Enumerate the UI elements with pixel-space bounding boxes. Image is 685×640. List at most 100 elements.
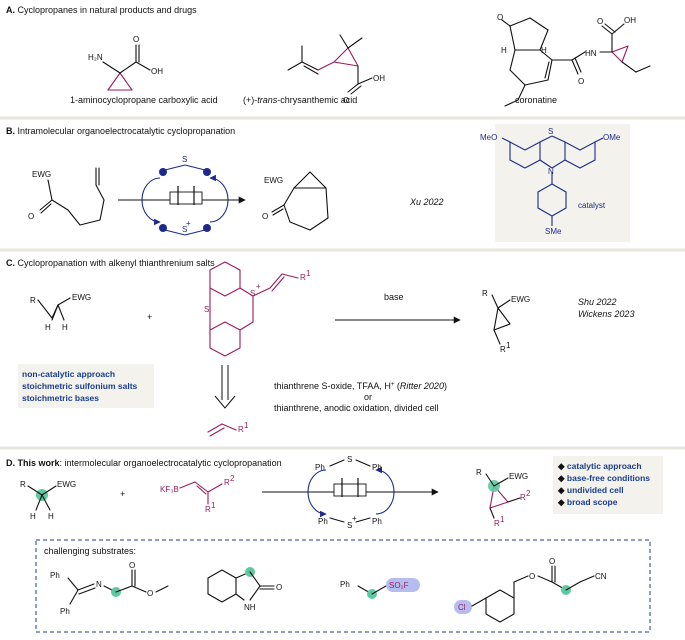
atom-n: N — [96, 580, 102, 589]
section-b: B. Intramolecular organoelectrocatalytic… — [6, 124, 630, 242]
highlight-so2f — [386, 578, 420, 592]
atom-sup1: 1 — [506, 341, 511, 350]
route-or: or — [364, 392, 372, 402]
feature-base-free: ◆ base-free conditions — [557, 473, 650, 483]
atom-r1: R — [500, 345, 506, 354]
atom-plus: + — [256, 282, 261, 291]
catalyst-box: S N MeO OMe SMe catalyst — [480, 124, 630, 242]
catalyst-label: catalyst — [578, 201, 606, 210]
catalyst-panel — [495, 124, 630, 242]
route-oxide: thianthrene S-oxide, TFAA, H+ (Ritter 20… — [274, 381, 447, 391]
section-c: C. Cyclopropanation with alkenyl thianth… — [6, 258, 634, 437]
section-c-letter: C. — [6, 258, 15, 268]
structure-coronatine: O H H O HN O OH — [497, 13, 651, 107]
substrate-sulfonyl-fluoride: Ph SO₂F — [340, 578, 420, 599]
atom-cl: Cl — [458, 603, 466, 612]
atom-meo: MeO — [480, 133, 497, 142]
atom-ph: Ph — [315, 463, 325, 472]
atom-r1: R — [205, 505, 211, 514]
atom-o: O — [276, 583, 282, 592]
limitations-panel — [18, 364, 154, 408]
atom-ewg: EWG — [32, 170, 51, 179]
feature-undivided-cell: ◆ undivided cell — [557, 485, 624, 495]
atom-o: O — [529, 572, 535, 581]
section-d-title: : intermolecular organoelectrocatalytic … — [60, 458, 282, 468]
atom-kf3b: KF₃B — [160, 485, 179, 494]
substrate-cyanoacetate: Cl O O CN — [454, 557, 607, 623]
substrates-panel — [35, 539, 651, 633]
atom-n: N — [548, 167, 554, 176]
structure-acc: H₂N O OH — [88, 35, 163, 91]
atom-ph: Ph — [372, 517, 382, 526]
atom-ph: Ph — [372, 463, 382, 472]
atom-o: O — [133, 35, 139, 44]
atom-o: O — [262, 212, 268, 221]
atom-s: S — [204, 305, 209, 314]
atom-ewg: EWG — [264, 176, 283, 185]
atom-ewg: EWG — [57, 480, 76, 489]
section-b-letter: B. — [6, 126, 15, 136]
atom-s: S — [548, 127, 553, 136]
atom-s: S — [347, 455, 352, 464]
atom-o: O — [343, 96, 349, 105]
atom-oh: OH — [151, 67, 163, 76]
atom-s: S — [347, 521, 352, 530]
feature-broad-scope: ◆ broad scope — [557, 497, 618, 507]
structure-b-product: EWG O — [262, 171, 329, 231]
structure-c-methylene: R EWG H H — [30, 293, 91, 332]
structure-alkenyl-trifluoroborate: KF₃B R 2 R 1 — [160, 474, 235, 514]
structure-d-product: R EWG R 2 R 1 — [476, 468, 531, 528]
substrate-glycine-imine: Ph Ph N O O — [50, 561, 169, 616]
atom-h: H — [62, 323, 68, 332]
atom-o: O — [497, 13, 503, 22]
atom-ph: Ph — [318, 517, 328, 526]
limitation-sulfonium-salts: stoichmetric sulfonium salts — [22, 381, 138, 391]
atom-o: O — [129, 561, 135, 570]
electrodes-icon — [333, 483, 367, 497]
atom-r: R — [482, 289, 488, 298]
route-anodic: thianthrene, anodic oxidation, divided c… — [274, 403, 439, 413]
structure-alkene: R 1 — [207, 421, 249, 437]
atom-r: R — [476, 468, 482, 477]
atom-ph: Ph — [340, 580, 350, 589]
structure-thianthrenium-salt: S + S R 1 — [204, 261, 311, 357]
atom-so2f: SO₂F — [389, 581, 409, 590]
label-coronatine: coronatine — [515, 95, 557, 105]
atom-sup2: 2 — [230, 474, 235, 483]
atom-ome: OMe — [603, 133, 621, 142]
limitation-non-catalytic: non-catalytic approach — [22, 369, 115, 379]
reference-shu-2022: Shu 2022 — [578, 297, 617, 307]
electrodes-icon — [169, 191, 203, 205]
structure-d-methylene: R EWG H H — [20, 480, 76, 521]
atom-ewg: EWG — [72, 293, 91, 302]
atom-r1: R — [238, 425, 244, 434]
section-d-title-bold: This work — [18, 458, 61, 468]
atom-nh: NH — [244, 603, 256, 612]
atom-h: H — [30, 512, 36, 521]
atom-s: S — [250, 289, 255, 298]
section-d: D. This work: intermolecular organoelect… — [6, 455, 663, 633]
reference-wickens-2023: Wickens 2023 — [578, 309, 634, 319]
atom-o: O — [28, 212, 34, 221]
atom-h: H — [48, 512, 54, 521]
atom-r1: R — [494, 519, 500, 528]
structure-b-substrate: EWG O — [28, 167, 105, 226]
electrocatalysis-d: S S + Ph Ph Ph Ph — [262, 455, 439, 530]
atom-cn: CN — [595, 572, 607, 581]
atom-oh: OH — [373, 74, 385, 83]
atom-plus: + — [352, 514, 357, 523]
atom-s: S — [182, 155, 187, 164]
feature-catalytic: ◆ catalytic approach — [557, 461, 642, 471]
reference-xu-2022: Xu 2022 — [409, 197, 444, 207]
atom-sup1: 1 — [244, 421, 249, 430]
svg-text:C. Cyclopropanation with alken: C. Cyclopropanation with alkenyl thianth… — [6, 258, 215, 268]
atom-sup1: 1 — [500, 515, 505, 524]
atom-ewg: EWG — [509, 472, 528, 481]
atom-h: H — [45, 323, 51, 332]
atom-r: R — [20, 480, 26, 489]
atom-plus: + — [186, 219, 191, 228]
highlight-cl — [454, 600, 472, 614]
atom-ewg: EWG — [511, 295, 530, 304]
section-b-title: Intramolecular organoelectrocatalytic cy… — [18, 126, 236, 136]
